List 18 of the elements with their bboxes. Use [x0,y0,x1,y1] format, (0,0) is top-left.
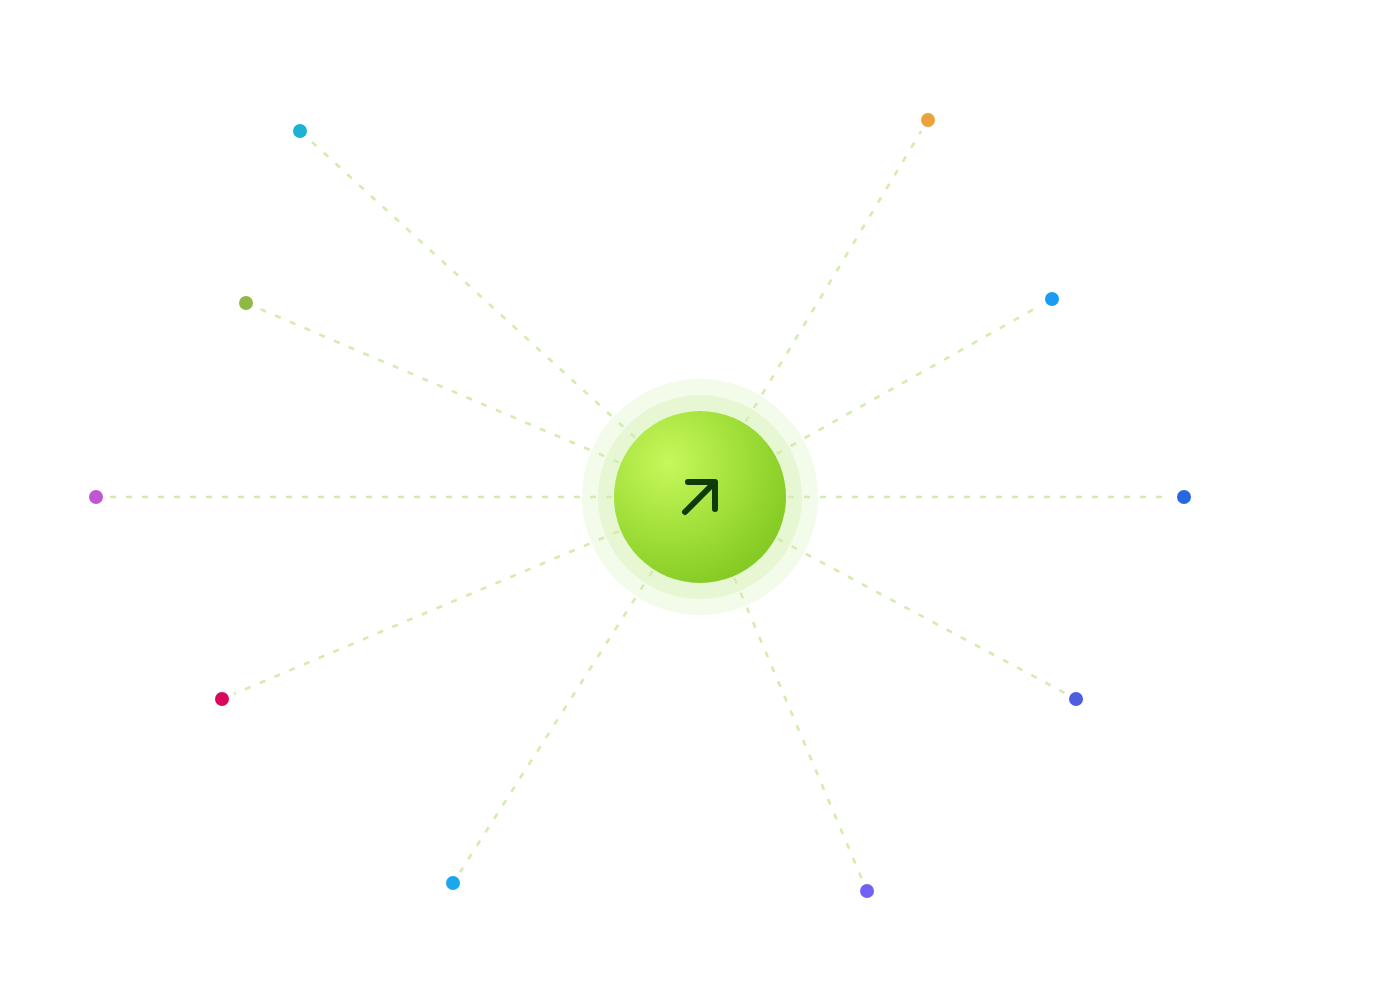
dot-marker [446,876,460,890]
dot-marker [921,113,935,127]
dashed-connector [308,138,636,439]
dashed-connector [109,495,612,499]
dot-marker [860,884,874,898]
dot-marker [293,124,307,138]
dot-marker [1177,490,1191,504]
dot-marker [1069,692,1083,706]
dashed-connector [744,130,923,423]
dot-marker [239,296,253,310]
dot-marker [215,692,229,706]
dashed-connector [776,537,1066,694]
dashed-connector [458,570,654,873]
dashed-connector [233,530,620,696]
dot-marker [89,490,103,504]
dot-marker [1045,292,1059,306]
dashed-connector [257,306,620,464]
dashed-connector [733,577,864,880]
